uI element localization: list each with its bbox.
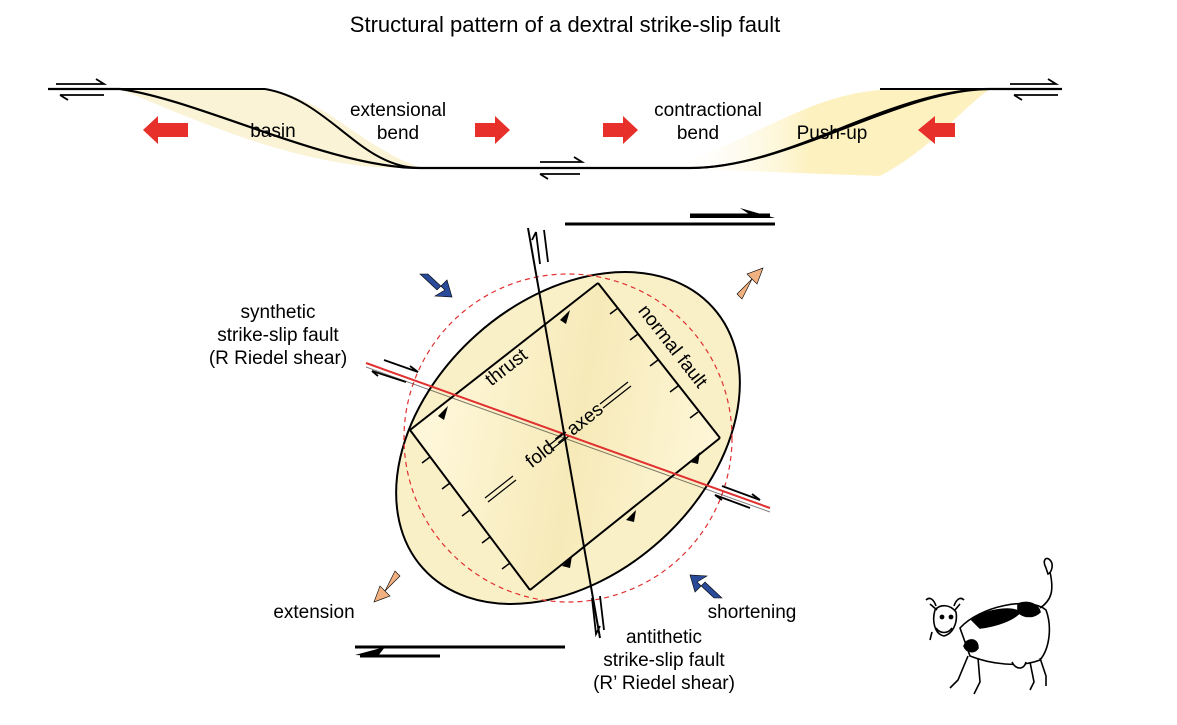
basin-label: basin xyxy=(250,121,295,142)
diagram-title: Structural pattern of a dextral strike-s… xyxy=(350,12,780,37)
slip-arrows-left xyxy=(56,78,108,101)
synthetic-slip-arrows xyxy=(371,359,761,509)
pushup-label: Push-up xyxy=(797,123,868,144)
strain-ellipse-group: thrust normal fault fold = axes xyxy=(365,227,771,639)
regional-shear-bottom xyxy=(355,645,565,658)
shortening-arrows xyxy=(419,273,723,599)
extensional-label: extensional xyxy=(350,100,446,121)
regional-shear-top xyxy=(565,208,775,226)
antithetic-slip-arrows xyxy=(531,229,605,638)
fault-trace-push xyxy=(689,88,991,169)
slip-arrows-right xyxy=(1010,78,1060,101)
thrust-teeth xyxy=(438,310,700,568)
antithetic-label-1: antithetic xyxy=(626,627,702,648)
fault-trace-lower xyxy=(264,88,421,169)
antithetic-label-2: strike-slip fault xyxy=(603,650,725,671)
extension-arrows xyxy=(373,267,764,603)
antithetic-label-3: (R’ Riedel shear) xyxy=(593,673,735,694)
synthetic-riedel-line xyxy=(365,362,771,509)
extensional-bend-label: bend xyxy=(377,123,419,144)
bend-section: basin extensional bend contractional ben… xyxy=(48,78,1062,180)
synthetic-label-3: (R Riedel shear) xyxy=(209,348,347,369)
normal-fault-ticks xyxy=(421,307,699,570)
red-extension-arrows xyxy=(143,116,955,144)
contractional-label: contractional xyxy=(654,100,762,121)
synthetic-label-1: synthetic xyxy=(241,302,316,323)
extension-label: extension xyxy=(273,602,354,623)
synthetic-label-2: strike-slip fault xyxy=(217,325,339,346)
slip-arrows-center xyxy=(539,156,586,180)
shortening-label: shortening xyxy=(708,602,797,623)
initial-circle xyxy=(403,273,733,603)
cow-icon xyxy=(925,557,1053,695)
antithetic-riedel-line xyxy=(527,227,601,639)
contractional-bend-label: bend xyxy=(677,123,719,144)
